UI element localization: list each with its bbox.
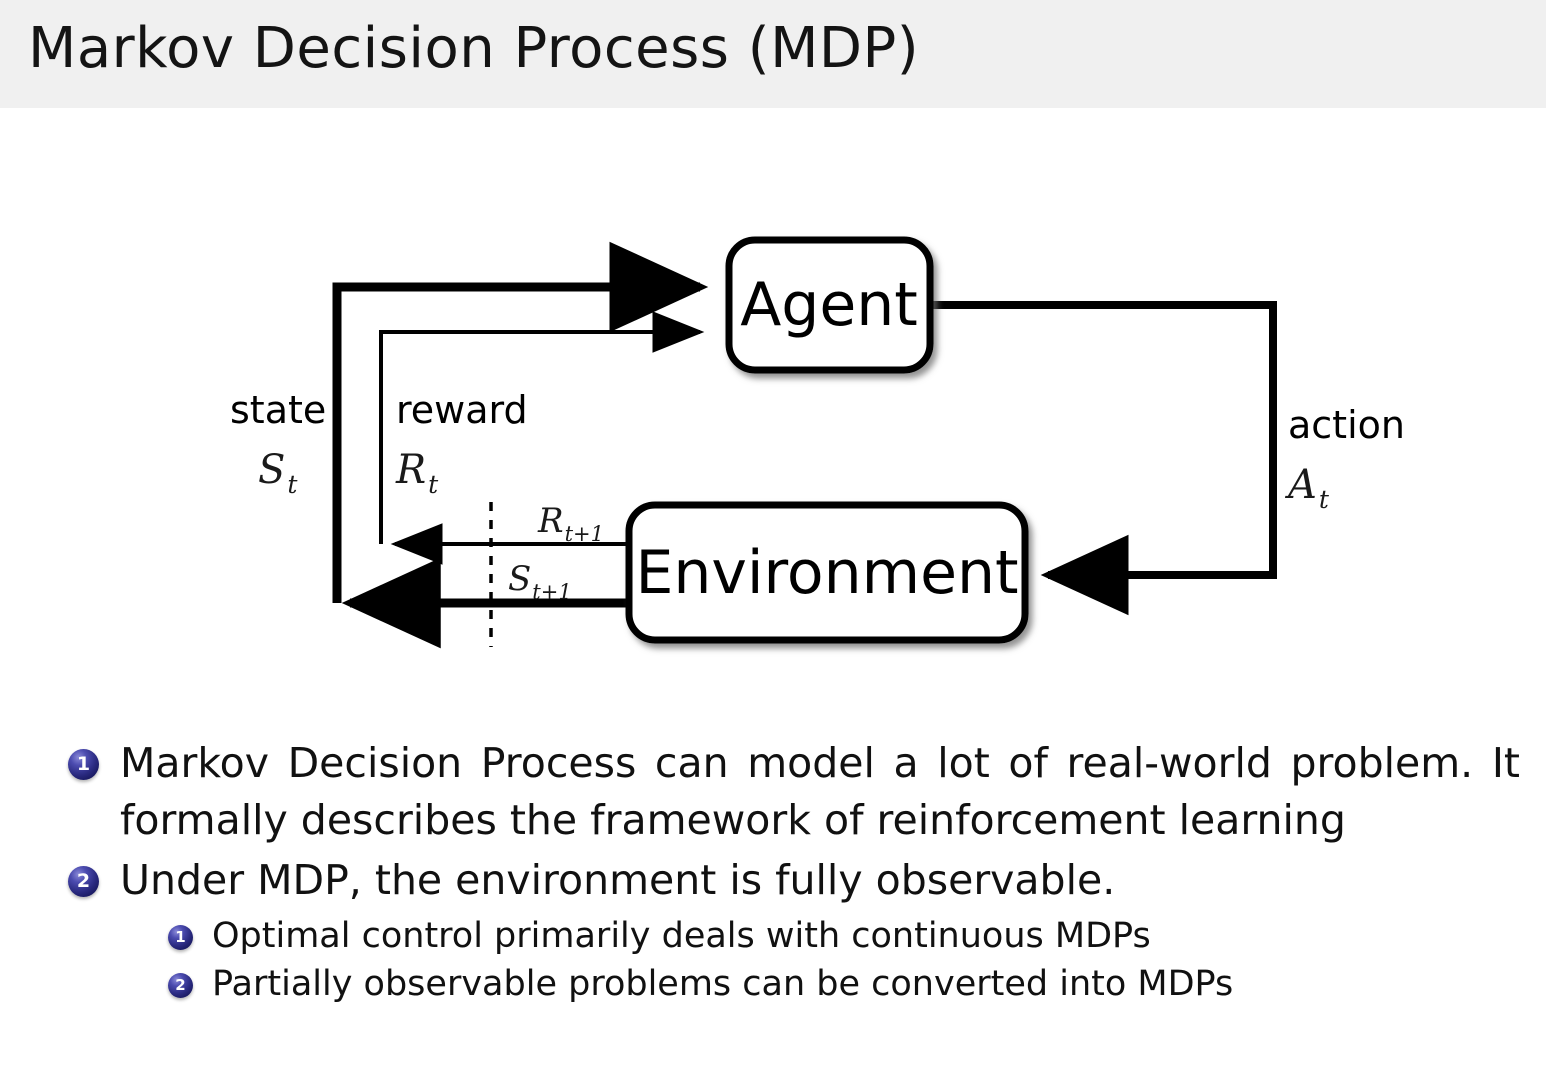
edge-next-state-symbol: St+1	[508, 559, 572, 604]
sub-bullet-marker-1: 1	[168, 924, 193, 950]
node-environment-label: Environment	[635, 538, 1018, 608]
edge-reward	[379, 311, 705, 565]
edge-reward-label: reward	[396, 388, 528, 432]
sub-bullet-marker-2: 2	[168, 973, 193, 999]
sub-bullet-text: Optimal control primarily deals with con…	[212, 915, 1151, 956]
list-item[interactable]: 1 Markov Decision Process can model a lo…	[68, 735, 1546, 848]
edge-state-symbol: St	[258, 447, 298, 499]
edge-action	[930, 301, 1277, 616]
bullet-marker-2: 2	[68, 866, 99, 898]
page-title: Markov Decision Process (MDP)	[28, 16, 920, 81]
list-item[interactable]: 2 Under MDP, the environment is fully ob…	[68, 852, 1546, 909]
mdp-diagram: Agent Environment state St reward Rt act…	[0, 150, 1546, 690]
node-environment[interactable]	[625, 501, 1029, 644]
edge-reward-symbol: Rt	[395, 447, 439, 499]
node-agent-label: Agent	[740, 270, 918, 340]
sub-list-item[interactable]: 2 Partially observable problems can be c…	[168, 961, 1546, 1008]
edge-state	[332, 241, 709, 649]
edge-next-reward-symbol: Rt+1	[537, 501, 604, 546]
edge-action-label: action	[1288, 403, 1405, 447]
sub-list-item[interactable]: 1 Optimal control primarily deals with c…	[168, 913, 1546, 960]
bullet-text: Markov Decision Process can model a lot …	[120, 739, 1534, 844]
bullet-list: 1 Markov Decision Process can model a lo…	[0, 735, 1546, 1010]
mdp-diagram-svg: Agent Environment state St reward Rt act…	[230, 236, 1405, 649]
slide-header-bar	[0, 0, 1546, 108]
bullet-marker-1: 1	[68, 749, 99, 780]
edge-state-label: state	[230, 388, 326, 432]
edge-action-symbol: At	[1284, 462, 1330, 514]
bullet-text: Under MDP, the environment is fully obse…	[120, 856, 1116, 905]
sub-bullet-text: Partially observable problems can be con…	[212, 964, 1234, 1005]
node-agent[interactable]	[725, 236, 934, 374]
